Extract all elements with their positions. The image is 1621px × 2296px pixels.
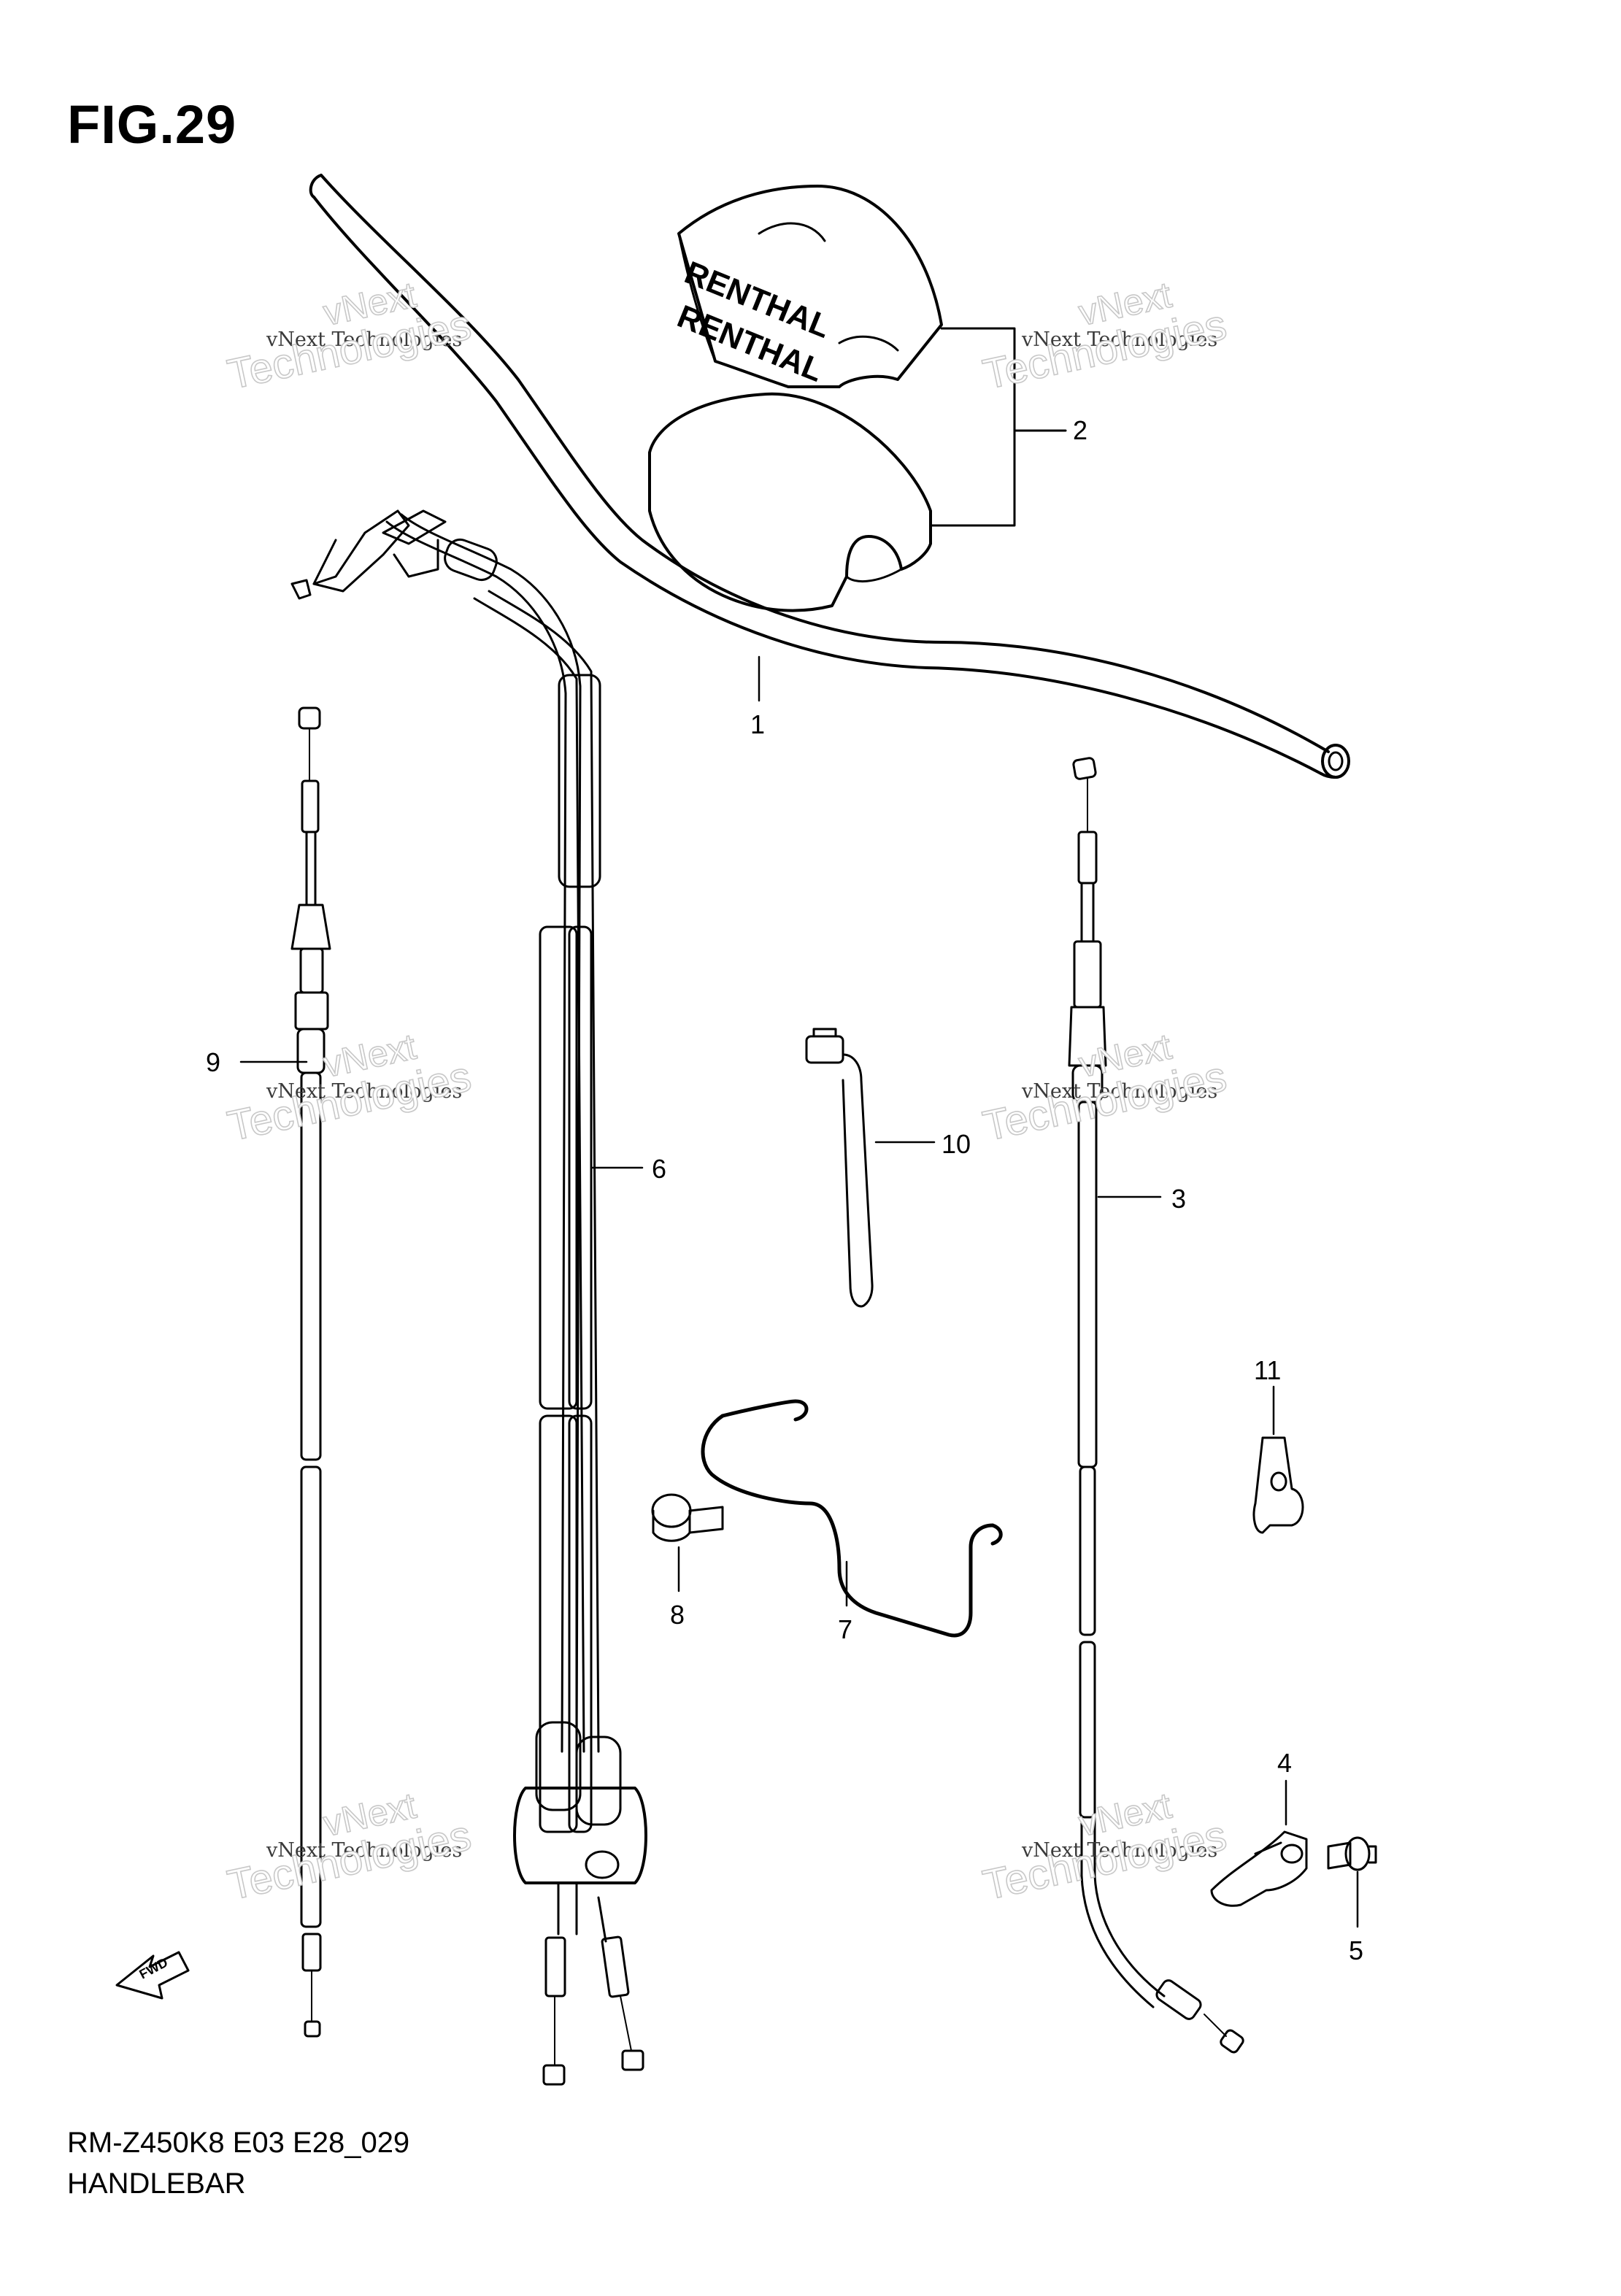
fwd-arrow-icon: FWD: [115, 1951, 190, 2000]
cable-tie: [805, 1028, 874, 1308]
bolt: [651, 1493, 724, 1542]
throttle-cable: [290, 509, 647, 2086]
callout-10: 10: [942, 1129, 971, 1159]
callout-8: 8: [670, 1600, 685, 1630]
hot-start-cable: [290, 706, 331, 2038]
cable-holder: [1210, 1830, 1308, 1907]
callout-1: 1: [750, 709, 765, 739]
fwd-label: FWD: [136, 1955, 170, 1982]
handlebar: [309, 174, 1350, 779]
callout-7: 7: [838, 1614, 852, 1644]
callout-2: 2: [1073, 415, 1087, 445]
model-code: RM-Z450K8 E03 E28_029: [67, 2127, 410, 2159]
callout-9: 9: [206, 1047, 220, 1077]
figure-title: FIG.29: [67, 94, 237, 155]
callout-6: 6: [652, 1154, 666, 1184]
callout-11: 11: [1254, 1355, 1281, 1385]
clutch-cable: [1068, 757, 1244, 2054]
callout-5: 5: [1349, 1935, 1363, 1965]
leader-lines: [239, 655, 1359, 1928]
clamp: [1252, 1436, 1304, 1534]
screw: [1327, 1836, 1377, 1871]
handlebar-pad: RENTHAL RENTHAL: [648, 185, 1067, 612]
section-name: HANDLEBAR: [67, 2168, 246, 2200]
wire-clamp: [701, 1399, 1003, 1638]
callout-4: 4: [1277, 1748, 1292, 1778]
callout-3: 3: [1171, 1184, 1186, 1214]
